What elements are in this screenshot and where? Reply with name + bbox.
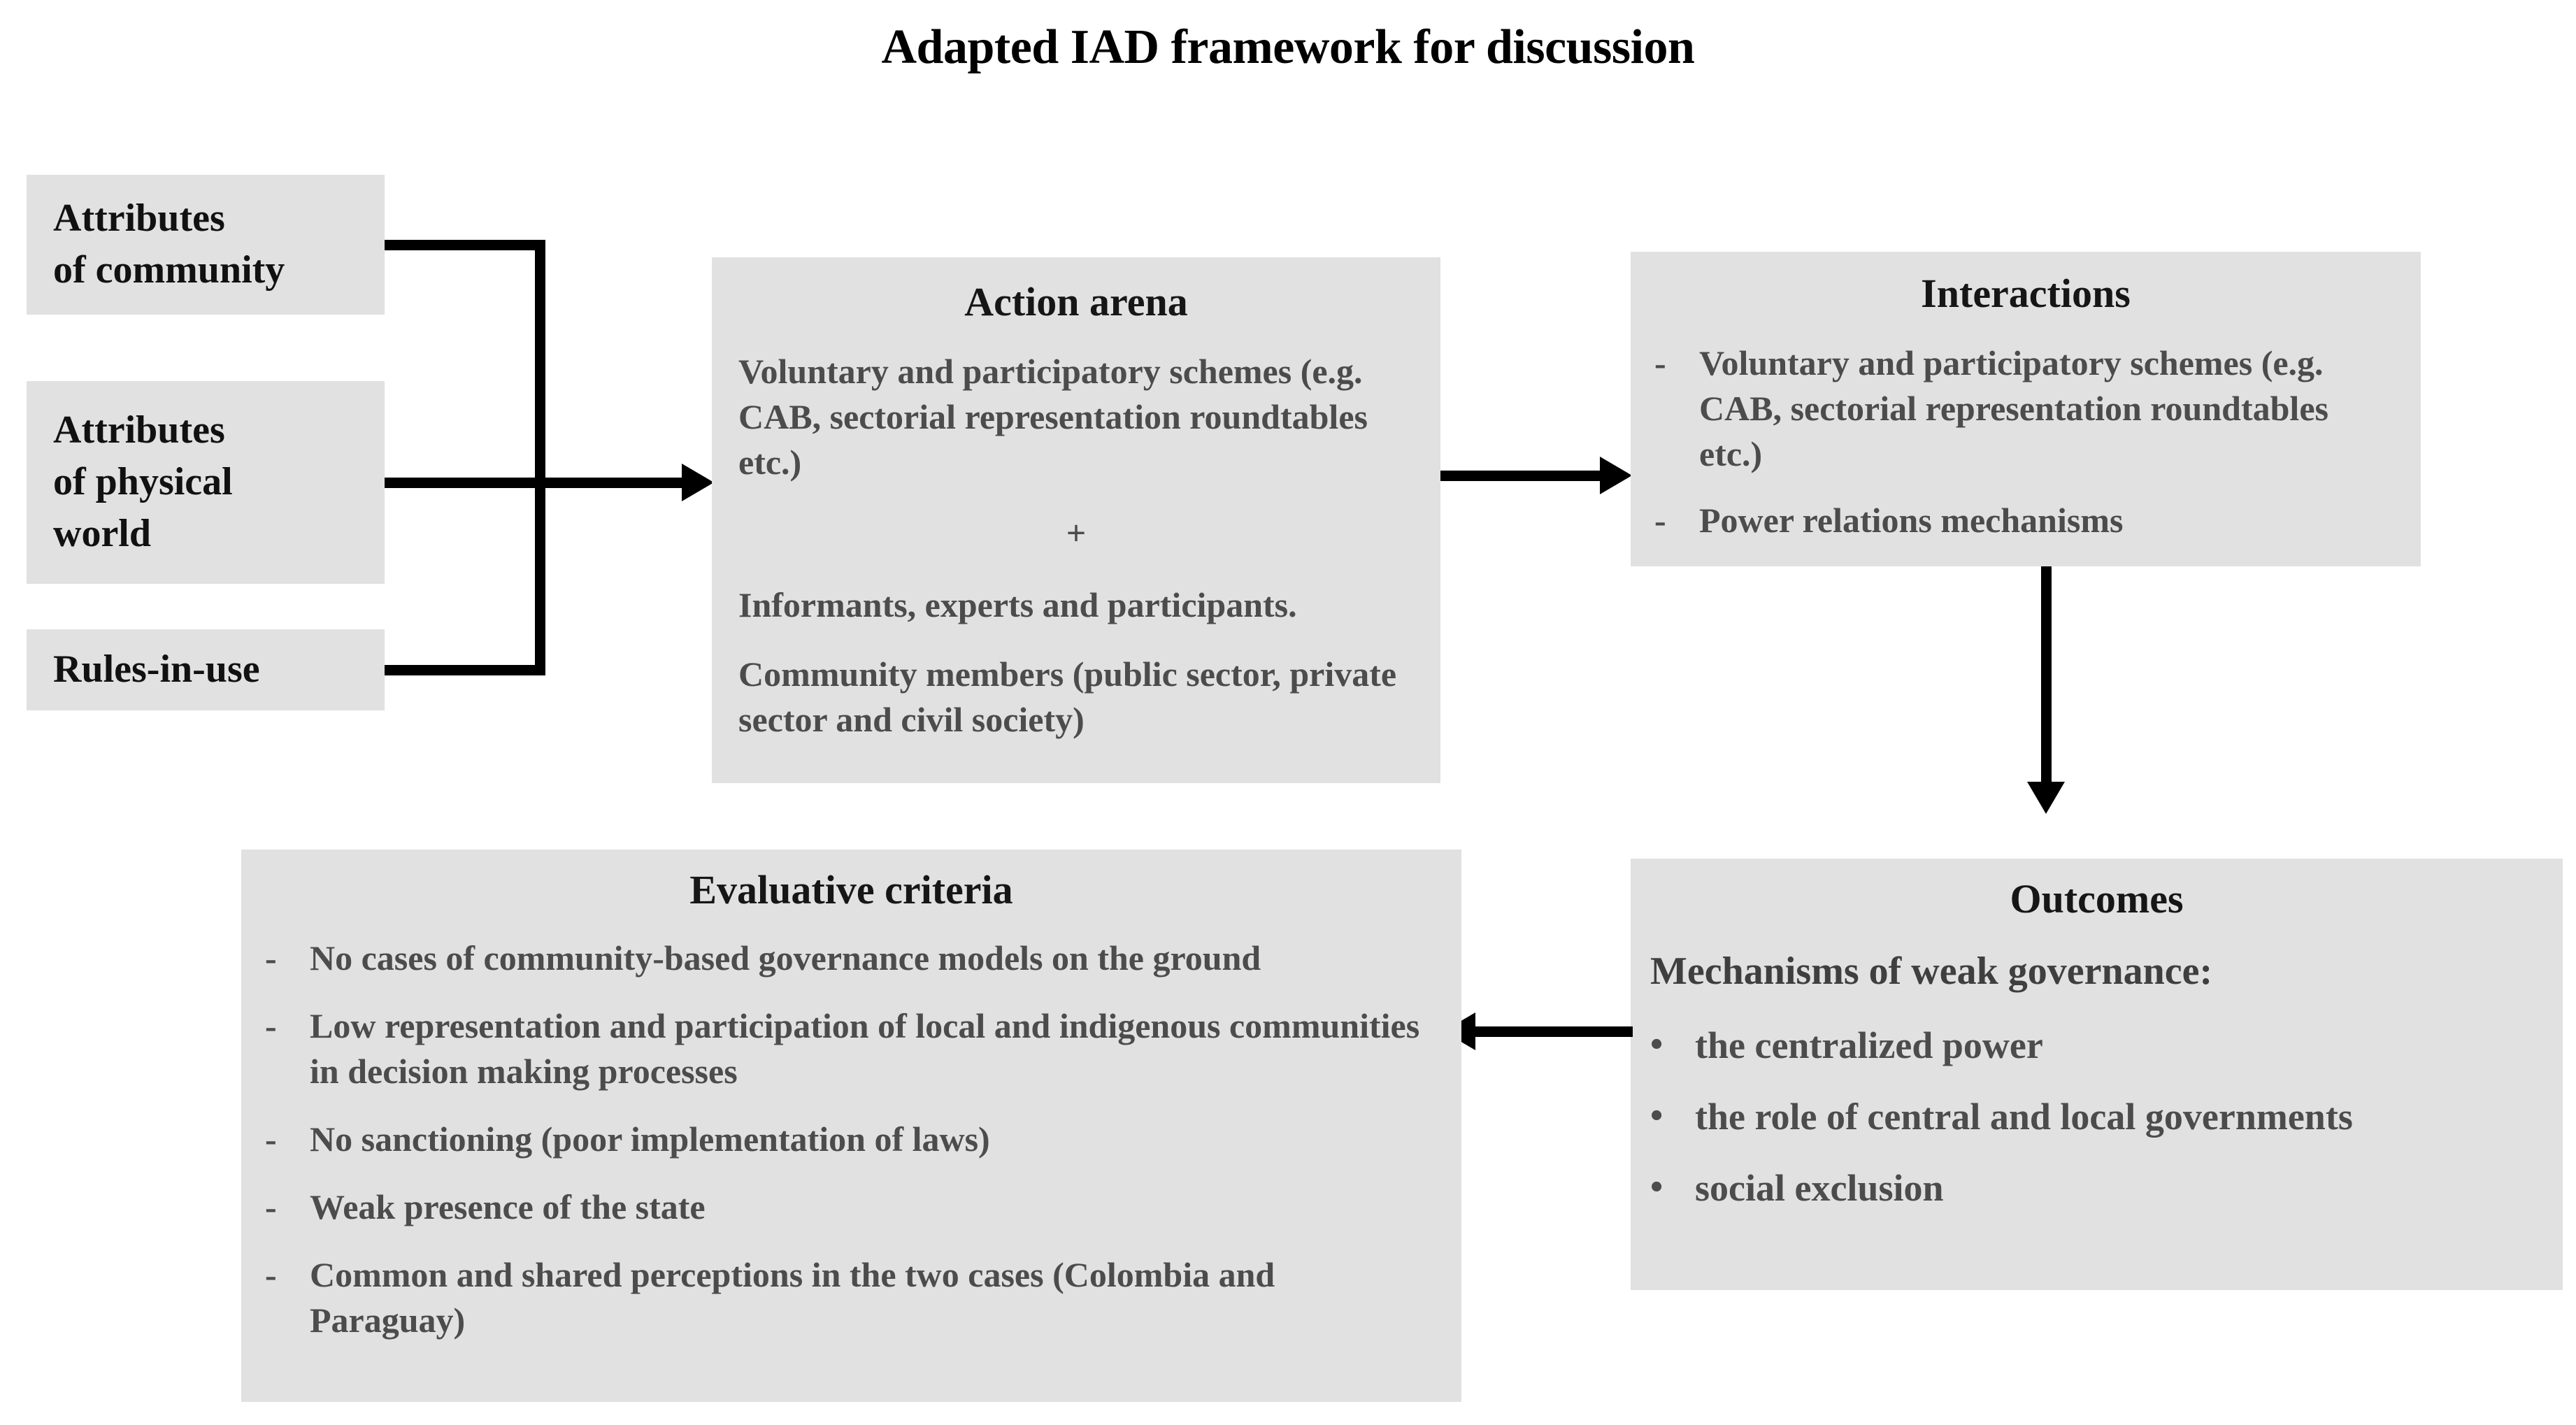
box-rules-in-use: Rules-in-use <box>27 629 385 710</box>
evaluative-criteria-item-text: No cases of community-based governance m… <box>310 938 1261 978</box>
interactions-item-text: Power relations mechanisms <box>1699 500 2124 540</box>
interactions-heading: Interactions <box>1921 271 2131 316</box>
rules-in-use-label: Rules-in-use <box>53 647 260 692</box>
connector-interactions-to-outcomes-arrowhead <box>2027 782 2065 814</box>
attributes-of-physical-world-line-1: Attributes <box>53 408 225 452</box>
outcomes-item-text: the role of central and local government… <box>1695 1095 2353 1138</box>
connector-action-arena-to-interactions-line <box>1440 471 1601 481</box>
box-attributes-of-community: Attributes of community <box>27 175 385 315</box>
action-arena-paragraph-1: Voluntary and participatory schemes (e.g… <box>738 351 1368 482</box>
attributes-of-community-line-1: Attributes <box>53 196 225 241</box>
evaluative-criteria-list-item: - No cases of community-based governance… <box>265 936 1433 981</box>
dash-bullet-icon: - <box>1654 343 1666 382</box>
connector-interactions-to-outcomes-line <box>2041 566 2052 783</box>
connector-community-stub <box>385 240 545 250</box>
interactions-item-text: Voluntary and participatory schemes (e.g… <box>1699 343 2328 473</box>
outcomes-list-item: • social exclusion <box>1650 1163 2546 1212</box>
dash-bullet-icon: - <box>265 1119 277 1159</box>
action-arena-plus-separator: + <box>1066 513 1087 552</box>
dot-bullet-icon: • <box>1650 1095 1663 1136</box>
attributes-of-community-label: Attributes of community <box>53 193 285 296</box>
evaluative-criteria-list-item: - Low representation and participation o… <box>265 1003 1433 1094</box>
action-arena-paragraph-2: Informants, experts and participants. <box>738 585 1297 624</box>
dash-bullet-icon: - <box>265 1254 277 1294</box>
connector-rules-stub <box>385 665 545 675</box>
box-outcomes: Outcomes Mechanisms of weak governance: … <box>1631 859 2563 1290</box>
dash-bullet-icon: - <box>265 938 277 978</box>
dot-bullet-icon: • <box>1650 1167 1663 1208</box>
outcomes-list-item: • the role of central and local governme… <box>1650 1092 2546 1141</box>
evaluative-criteria-item-text: Weak presence of the state <box>310 1187 706 1226</box>
evaluative-criteria-list: - No cases of community-based governance… <box>265 936 1433 1343</box>
evaluative-criteria-item-text: No sanctioning (poor implementation of l… <box>310 1119 990 1159</box>
interactions-list: - Voluntary and participatory schemes (e… <box>1654 341 2391 543</box>
action-arena-heading: Action arena <box>964 279 1188 324</box>
dash-bullet-icon: - <box>1654 500 1666 540</box>
evaluative-criteria-item-text: Low representation and participation of … <box>310 1005 1420 1091</box>
attributes-of-community-line-2: of community <box>53 248 285 292</box>
connector-inputs-to-action-arena-arrowhead <box>682 464 714 501</box>
connector-outcomes-to-evaluative-criteria-line <box>1475 1026 1633 1037</box>
outcomes-subheading: Mechanisms of weak governance: <box>1650 949 2213 993</box>
outcomes-item-text: the centralized power <box>1695 1024 2043 1066</box>
attributes-of-physical-world-label: Attributes of physical world <box>53 405 233 560</box>
evaluative-criteria-list-item: - Common and shared perceptions in the t… <box>265 1252 1433 1343</box>
interactions-list-item: - Power relations mechanisms <box>1654 498 2391 543</box>
action-arena-paragraph-3: Community members (public sector, privat… <box>738 654 1397 739</box>
connector-inputs-to-action-arena-line <box>385 478 682 488</box>
box-evaluative-criteria: Evaluative criteria - No cases of commun… <box>241 850 1461 1402</box>
interactions-list-item: - Voluntary and participatory schemes (e… <box>1654 341 2391 477</box>
box-action-arena: Action arena Voluntary and participatory… <box>712 257 1440 783</box>
dot-bullet-icon: • <box>1650 1024 1663 1064</box>
evaluative-criteria-heading: Evaluative criteria <box>689 867 1013 912</box>
evaluative-criteria-item-text: Common and shared perceptions in the two… <box>310 1254 1275 1340</box>
attributes-of-physical-world-line-2: of physical <box>53 460 233 504</box>
dash-bullet-icon: - <box>265 1005 277 1045</box>
outcomes-heading: Outcomes <box>2010 876 2184 922</box>
box-interactions: Interactions - Voluntary and participato… <box>1631 252 2421 566</box>
diagram-title: Adapted IAD framework for discussion <box>881 20 1695 74</box>
evaluative-criteria-list-item: - Weak presence of the state <box>265 1184 1433 1230</box>
outcomes-list-item: • the centralized power <box>1650 1021 2546 1070</box>
box-attributes-of-physical-world: Attributes of physical world <box>27 381 385 584</box>
connector-vertical-spine <box>535 240 545 675</box>
connector-action-arena-to-interactions-arrowhead <box>1600 457 1632 494</box>
evaluative-criteria-list-item: - No sanctioning (poor implementation of… <box>265 1117 1433 1162</box>
attributes-of-physical-world-line-3: world <box>53 511 151 555</box>
outcomes-item-text: social exclusion <box>1695 1167 1944 1210</box>
outcomes-list: • the centralized power • the role of ce… <box>1650 1021 2546 1213</box>
dash-bullet-icon: - <box>265 1187 277 1226</box>
